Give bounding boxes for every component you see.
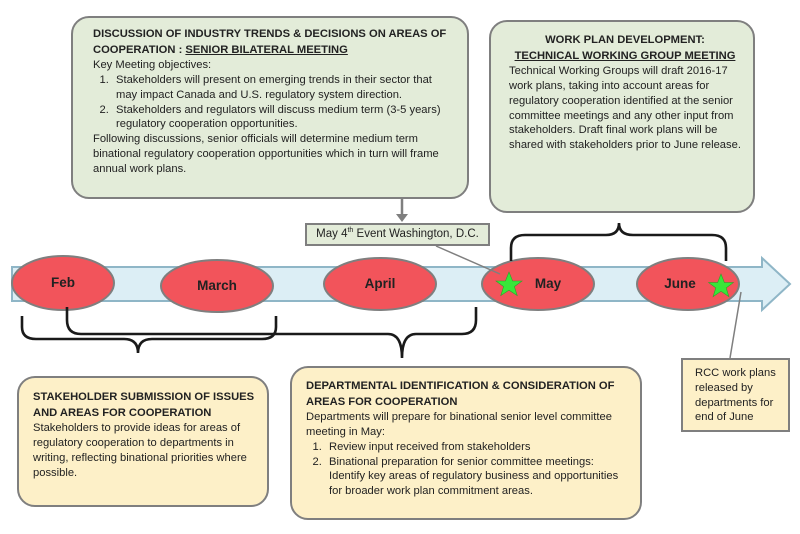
departmental-box: DEPARTMENTAL IDENTIFICATION & CONSIDERAT… bbox=[290, 366, 642, 520]
list-item: Stakeholders and regulators will discuss… bbox=[112, 103, 455, 133]
senior-meeting-title-line1: DISCUSSION OF INDUSTRY TRENDS & DECISION… bbox=[93, 28, 447, 40]
event-callout-suffix: Event Washington, D.C. bbox=[353, 228, 479, 240]
work-plan-title-line2: TECHNICAL WORKING GROUP MEETING bbox=[514, 49, 736, 62]
work-plan-box: WORK PLAN DEVELOPMENT: TECHNICAL WORKING… bbox=[489, 20, 755, 213]
list-item: Binational preparation for senior commit… bbox=[325, 455, 630, 499]
list-item: Review input received from stakeholders bbox=[325, 440, 630, 455]
event-callout: May 4th Event Washington, D.C. bbox=[305, 223, 490, 246]
rcc-release-text: RCC work plans released by departments f… bbox=[695, 367, 776, 424]
work-plan-body: Technical Working Groups will draft 2016… bbox=[509, 65, 741, 152]
senior-meeting-box: DISCUSSION OF INDUSTRY TRENDS & DECISION… bbox=[71, 16, 469, 199]
down-arrow-icon bbox=[396, 214, 408, 222]
departmental-intro: Departments will prepare for binational … bbox=[306, 411, 612, 439]
departmental-items: Review input received from stakeholders … bbox=[306, 440, 630, 499]
stakeholder-submission-title: STAKEHOLDER SUBMISSION OF ISSUES AND ARE… bbox=[33, 391, 255, 419]
brace-march-april bbox=[65, 307, 478, 359]
star-icon bbox=[495, 271, 523, 297]
departmental-title: DEPARTMENTAL IDENTIFICATION & CONSIDERAT… bbox=[306, 380, 615, 408]
work-plan-title: WORK PLAN DEVELOPMENT: TECHNICAL WORKING… bbox=[509, 33, 741, 64]
work-plan-title-line1: WORK PLAN DEVELOPMENT: bbox=[545, 34, 705, 46]
month-label-may: May bbox=[534, 276, 562, 291]
brace-feb-march bbox=[20, 316, 278, 354]
oval-may bbox=[481, 257, 595, 311]
event-callout-superscript: th bbox=[347, 227, 354, 235]
month-label-april: April bbox=[364, 276, 396, 291]
senior-meeting-objectives: Stakeholders will present on emerging tr… bbox=[93, 73, 455, 132]
senior-meeting-title: DISCUSSION OF INDUSTRY TRENDS & DECISION… bbox=[93, 27, 455, 58]
brace-may-june bbox=[509, 222, 728, 261]
list-item: Stakeholders will present on emerging tr… bbox=[112, 73, 455, 103]
event-callout-prefix: May 4 bbox=[316, 228, 348, 240]
oval-feb bbox=[11, 255, 115, 311]
stakeholder-submission-box: STAKEHOLDER SUBMISSION OF ISSUES AND ARE… bbox=[17, 376, 269, 507]
rcc-release-box: RCC work plans released by departments f… bbox=[681, 358, 790, 432]
senior-meeting-title-underlined: SENIOR BILATERAL MEETING bbox=[185, 43, 348, 56]
month-label-feb: Feb bbox=[50, 275, 75, 290]
senior-meeting-conclusion: Following discussions, senior officials … bbox=[93, 133, 439, 175]
senior-meeting-title-prefix: COOPERATION : bbox=[93, 43, 186, 56]
month-label-march: March bbox=[197, 278, 237, 293]
stakeholder-submission-body: Stakeholders to provide ideas for areas … bbox=[33, 422, 247, 479]
oval-april bbox=[323, 257, 437, 311]
month-label-june: June bbox=[664, 276, 696, 291]
star-icon bbox=[707, 273, 735, 298]
senior-meeting-intro: Key Meeting objectives: bbox=[93, 59, 212, 72]
oval-june bbox=[636, 257, 740, 311]
oval-march bbox=[160, 259, 274, 313]
